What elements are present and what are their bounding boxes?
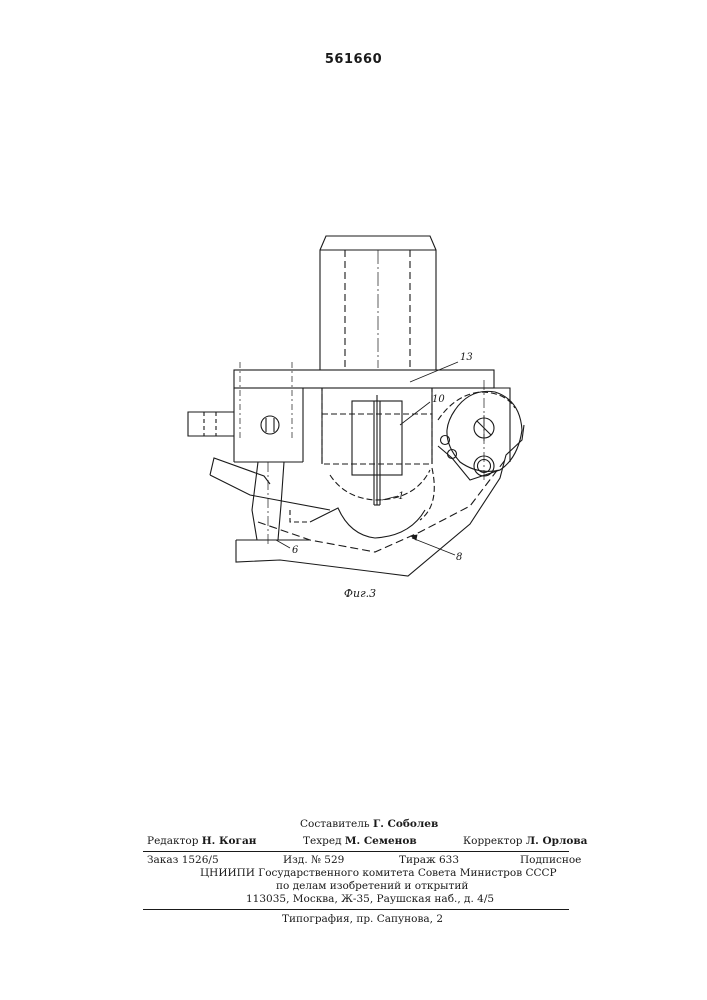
compiler-name: Г. Соболев [373, 818, 438, 830]
corrector-label: Корректор [463, 835, 523, 847]
printer-line: Типография, пр. Сапунова, 2 [282, 913, 443, 926]
institute-affairs: по делам изобретений и открытий [276, 880, 468, 893]
left-stub [188, 412, 234, 436]
callout-10: 10 [432, 394, 445, 405]
corrector-line: Корректор Л. Орлова [463, 835, 587, 848]
techred-name: М. Семенов [345, 835, 417, 847]
compiler-label: Составитель [300, 818, 370, 830]
callout-8: 8 [456, 552, 462, 563]
cylinder-10 [352, 395, 402, 505]
rod-6 [252, 462, 284, 545]
subscription: Подписное [520, 854, 581, 867]
right-cam [432, 380, 522, 480]
cross-beam-13 [234, 362, 494, 462]
corrector-name: Л. Орлова [526, 835, 588, 847]
circulation: Тираж 633 [399, 854, 459, 867]
institute-address: 113035, Москва, Ж-35, Раушская наб., д. … [246, 893, 494, 906]
technical-drawing-fig3: 13 10 1 6 8 [0, 0, 707, 620]
callout-13: 13 [460, 352, 473, 363]
editor-name: Н. Коган [202, 835, 257, 847]
order-number: Заказ 1526/5 [147, 854, 219, 867]
callout-1: 1 [398, 491, 404, 502]
institute-name: ЦНИИПИ Государственного комитета Совета … [200, 867, 557, 880]
jaw-assembly [210, 458, 425, 538]
editor-label: Редактор [147, 835, 198, 847]
techred-label: Техред [303, 835, 342, 847]
editor-line: Редактор Н. Коган [147, 835, 256, 848]
left-bolt [261, 416, 279, 434]
upper-housing [320, 236, 436, 370]
callout-6: 6 [292, 545, 299, 556]
imprint-rule-bottom [143, 909, 569, 910]
figure-caption: Фиг.3 [330, 587, 390, 600]
imprint-rule-top [143, 851, 569, 852]
techred-line: Техред М. Семенов [303, 835, 417, 848]
compiler-line: Составитель Г. Соболев [300, 818, 438, 831]
edition-number: Изд. № 529 [283, 854, 344, 867]
